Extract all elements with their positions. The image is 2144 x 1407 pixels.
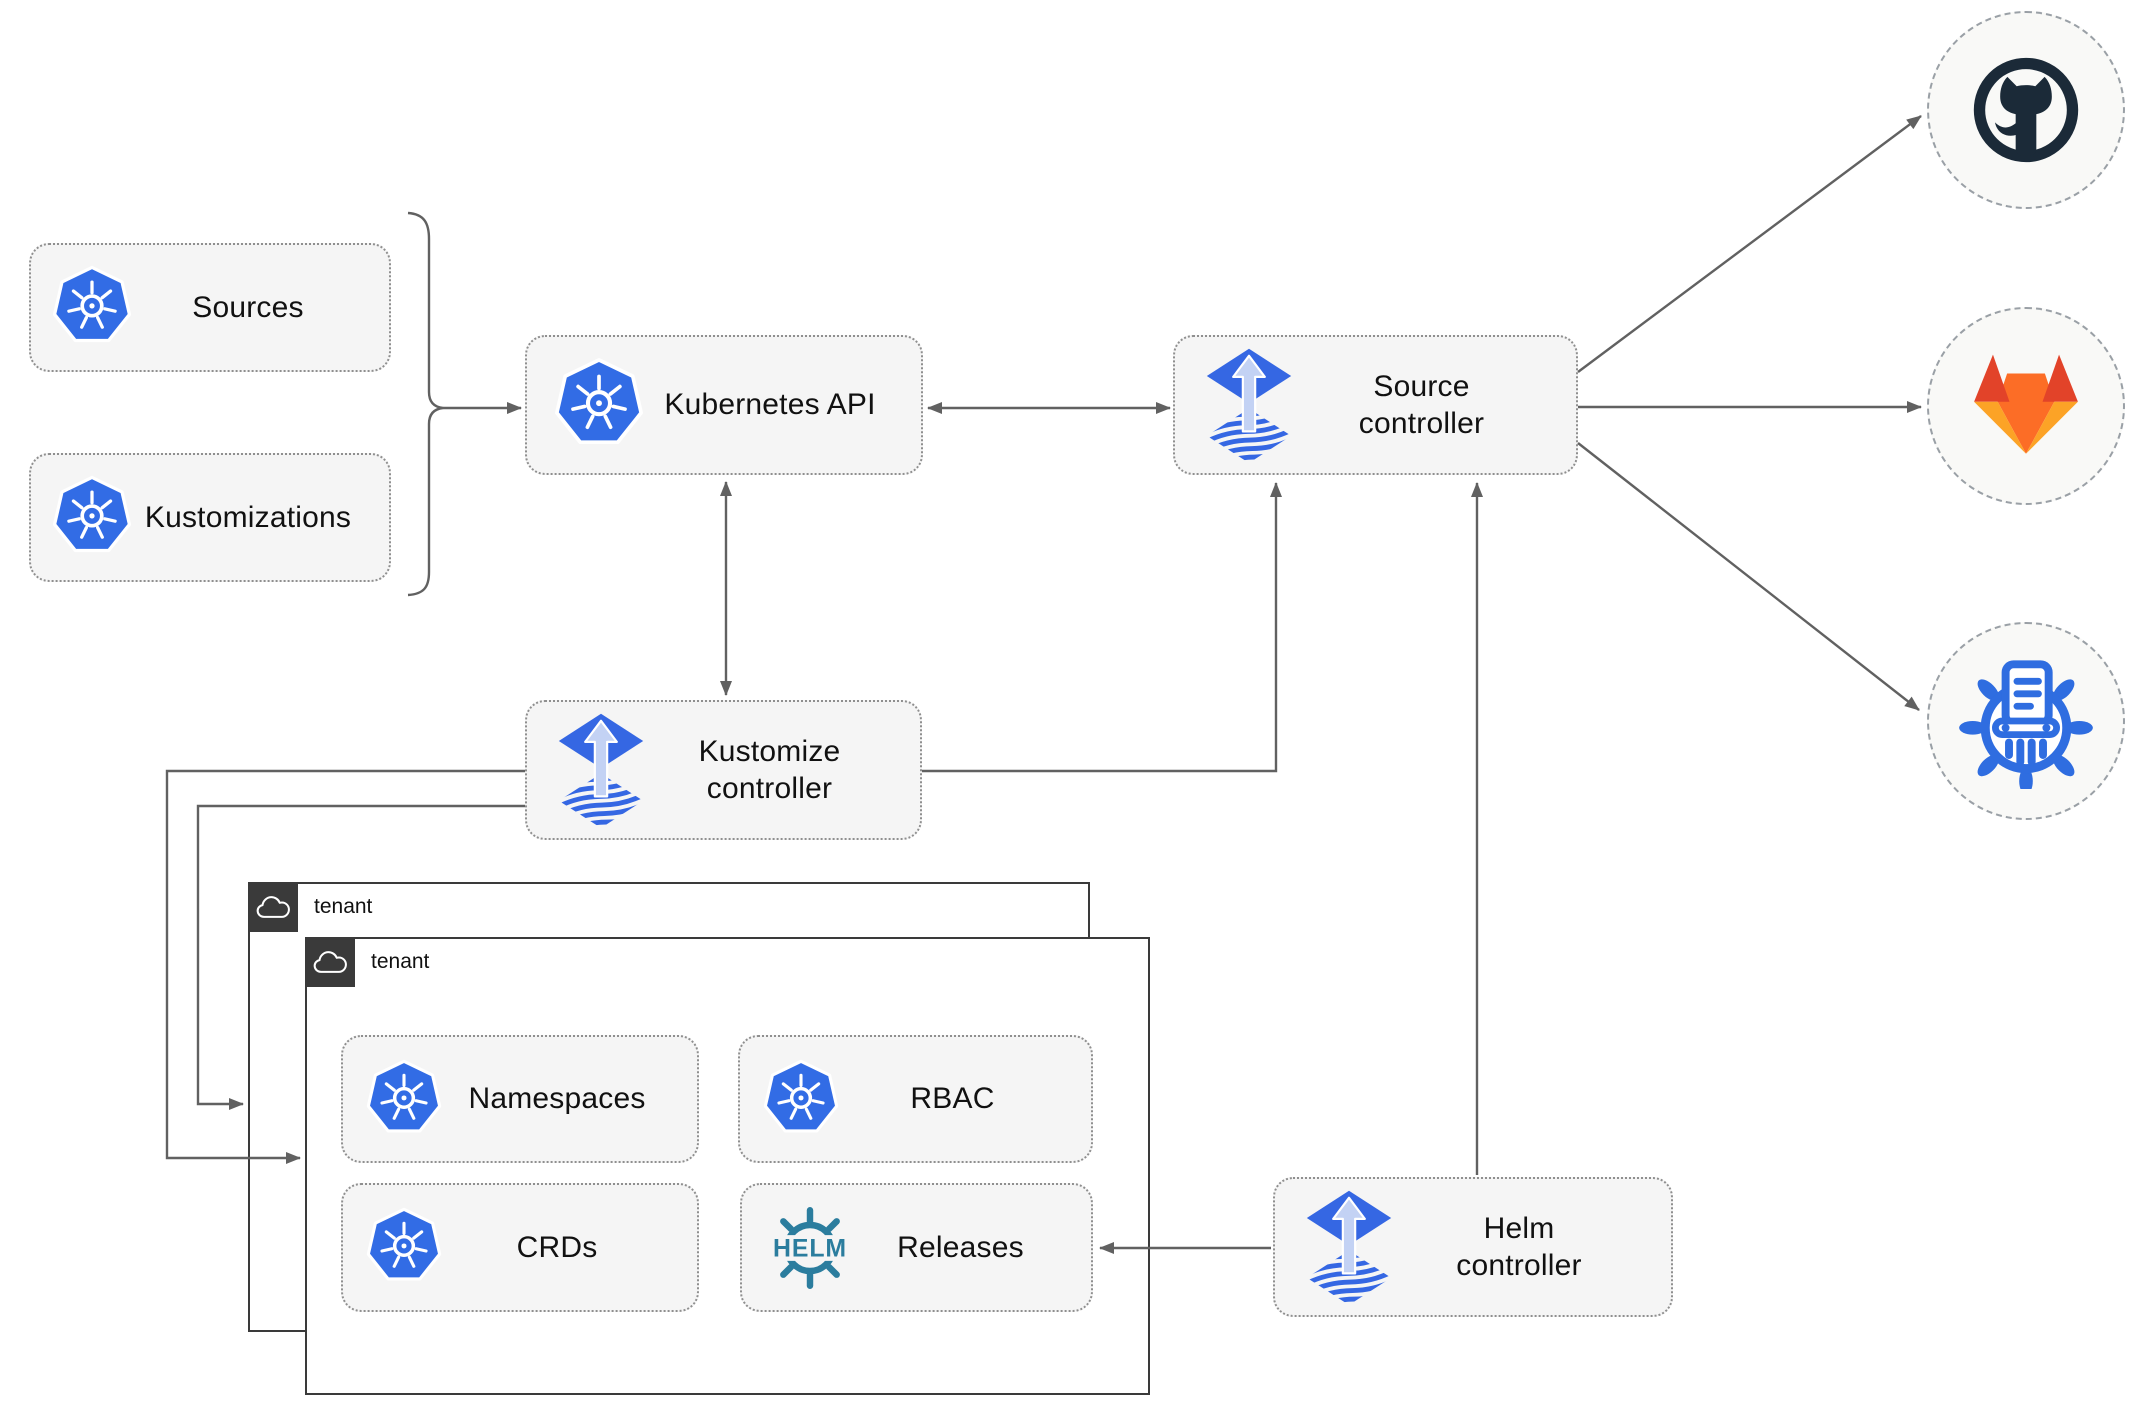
tenant-box-inner: tenant [305, 937, 1150, 1395]
github-icon [1964, 48, 2088, 172]
tenant-label: tenant [371, 950, 430, 973]
chartmuseum-icon [1958, 653, 2094, 789]
node-label: RBAC [910, 1082, 995, 1116]
gitlab-repository [1927, 307, 2125, 505]
node-label: Kubernetes API [664, 388, 876, 422]
kubernetes-icon [365, 1059, 443, 1140]
kubernetes-icon [553, 357, 645, 453]
kubernetes-icon [51, 475, 133, 560]
node-label: Kustomizations [144, 500, 352, 534]
github-repository [1927, 11, 2125, 209]
node-label: CRDs [516, 1230, 598, 1264]
bracket-sources-kustomizations [407, 211, 444, 597]
edge-source-to-github [1577, 115, 1922, 373]
cloud-icon [312, 949, 349, 975]
node-namespaces: Namespaces [341, 1035, 699, 1163]
tenant-tab [305, 937, 355, 987]
node-label: Kustomize controller [698, 734, 841, 806]
kubernetes-icon [762, 1059, 840, 1140]
node-label: Releases [897, 1230, 1024, 1264]
gitlab-icon [1967, 352, 2085, 461]
tenant-label: tenant [314, 895, 373, 918]
node-label: Helm controller [1456, 1211, 1582, 1283]
node-crds: CRDs [341, 1183, 699, 1312]
flux-icon [1305, 1189, 1393, 1305]
edge-source-to-chart-repository [1577, 442, 1920, 711]
cloud-icon [255, 894, 292, 920]
kubernetes-icon [51, 265, 133, 350]
node-sources: Sources [29, 243, 391, 372]
chart-repository [1927, 622, 2125, 820]
helm-icon: HELM [764, 1202, 856, 1294]
node-helm-controller: Helm controller [1273, 1177, 1673, 1317]
node-label: Source controller [1358, 369, 1485, 441]
tenant-tab [248, 882, 298, 932]
kubernetes-icon [365, 1207, 443, 1288]
node-kustomizations: Kustomizations [29, 453, 391, 582]
flux-icon [557, 712, 645, 828]
node-label: Namespaces [468, 1082, 646, 1116]
edge-kustomize-to-source-controller [922, 482, 1282, 773]
node-source-controller: Source controller [1173, 335, 1578, 475]
helm-wordmark: HELM [773, 1235, 847, 1262]
node-label: Sources [192, 290, 304, 324]
node-releases: HELM Releases [740, 1183, 1093, 1312]
node-rbac: RBAC [738, 1035, 1093, 1163]
node-kubernetes-api: Kubernetes API [525, 335, 923, 475]
flux-icon [1205, 347, 1293, 463]
node-kustomize-controller: Kustomize controller [525, 700, 922, 840]
